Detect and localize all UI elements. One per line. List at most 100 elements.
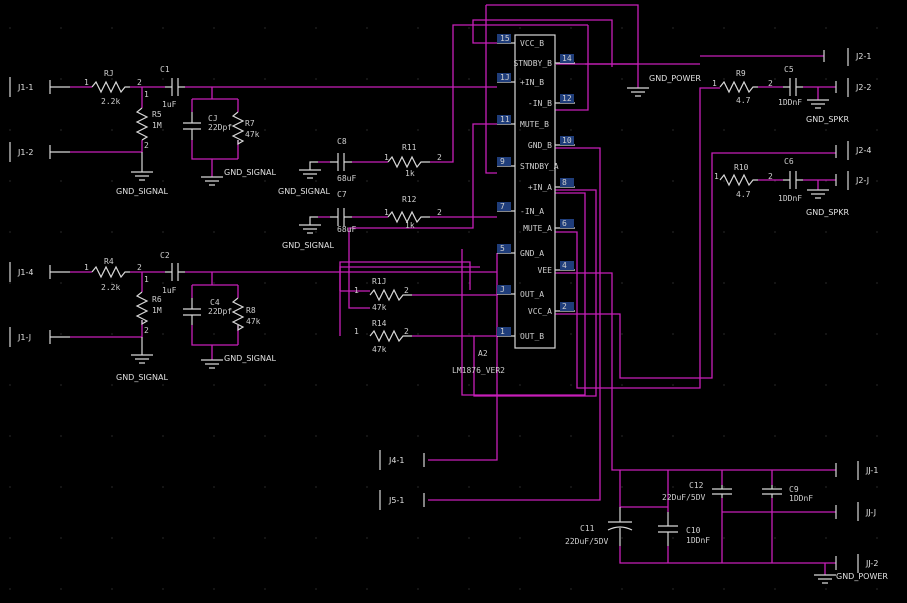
ic-body (514, 34, 556, 349)
resistor-r10-symbol (719, 173, 758, 187)
pin-number: 2 (144, 326, 149, 335)
ground-label: GND_SIGNAL (282, 241, 334, 250)
ground-symbol (201, 176, 223, 186)
value-label: 47k (372, 303, 387, 312)
ic-pin-name: MUTE_A (523, 224, 552, 233)
connector-label: J2-2 (855, 83, 871, 92)
connector-symbols (9, 48, 859, 573)
connector-label: J1-4 (17, 268, 33, 277)
value-label: 68uF (337, 174, 356, 183)
ref-label: C10 (686, 526, 701, 535)
ic-pin-number: 9 (500, 157, 505, 166)
capacitor-c2-symbol (165, 263, 185, 281)
ref-label: RJ (104, 69, 114, 78)
value-label: 1M (152, 306, 162, 315)
value-label: 68uF (337, 225, 356, 234)
value-label: 1DDnF (686, 536, 710, 545)
value-label: 22DuF/5DV (662, 493, 706, 502)
pin-number: 2 (768, 172, 773, 181)
ref-label: C2 (160, 251, 170, 260)
ic-pin-name: VEE (538, 266, 553, 275)
value-label: 47k (372, 345, 387, 354)
ground-label: GND_SPKR (806, 208, 849, 217)
pin-number: 2 (144, 141, 149, 150)
ic-pin-name: OUT_A (520, 290, 544, 299)
ic-pin-highlight (497, 73, 511, 82)
resistor-r9-symbol (719, 80, 758, 94)
pin-number: 1 (354, 327, 359, 336)
ground-label: GND_SIGNAL (224, 354, 276, 363)
ic-pin-highlight (497, 34, 511, 43)
ic-pin-number: 6 (562, 219, 567, 228)
ground-label: GND_POWER (836, 572, 888, 581)
capacitor-c7-symbol (330, 208, 352, 226)
ic-pin-name: STNDBY_A (520, 162, 559, 171)
value-label: 4.7 (736, 190, 751, 199)
ic-pin-highlight (560, 261, 574, 270)
value-label: 22Dpf (208, 307, 232, 316)
ref-label: R12 (402, 195, 417, 204)
ref-label: CJ (208, 114, 218, 123)
ic-pin-name: MUTE_B (520, 120, 549, 129)
pin-number: 2 (137, 263, 142, 272)
labels: J1-1 J1-2 J1-4 J1-J J2-1 J2-2 J2-4 J2-J … (17, 52, 888, 581)
pin-number: 1 (144, 90, 149, 99)
ic-pin-highlight (497, 244, 511, 253)
ic-pin-highlight (560, 302, 574, 311)
pin-number: 2 (404, 286, 409, 295)
resistor-r12-symbol (387, 210, 430, 224)
value-label: 2.2k (101, 97, 120, 106)
value-label: 1DDnF (778, 194, 802, 203)
value-label: 2.2k (101, 283, 120, 292)
ref-label: R6 (152, 295, 162, 304)
value-label: 22Dpf (208, 123, 232, 132)
component-symbols (91, 78, 836, 584)
capacitor-c5-symbol (783, 78, 803, 96)
ic-pin-name: VCC_A (528, 307, 552, 316)
value-label: 1k (405, 169, 415, 178)
connector-label: JJ-1 (865, 466, 878, 475)
value-label: 1uF (162, 100, 177, 109)
ic-lm1876[interactable]: 15VCC_B1J+IN_B11MUTE_B9STNDBY_A7-IN_A5GN… (497, 34, 575, 349)
ic-pin-highlight (560, 219, 574, 228)
ground-symbol (814, 574, 836, 584)
ground-label: GND_SPKR (806, 115, 849, 124)
ref-label: R5 (152, 110, 162, 119)
ground-symbol (807, 189, 829, 199)
pin-number: 1 (384, 208, 389, 217)
connector-label: J2-4 (855, 146, 871, 155)
pin-number: 2 (404, 327, 409, 336)
ic-pin-number: 4 (562, 261, 567, 270)
ic-pin-name: -IN_B (528, 99, 552, 108)
ic-pin-number: 2 (562, 302, 567, 311)
ground-symbol (299, 161, 321, 179)
ic-pin-number: J (500, 285, 505, 294)
pin-number: 1 (712, 79, 717, 88)
ic-pin-number: 11 (500, 115, 510, 124)
connector-label: J4-1 (388, 456, 404, 465)
value-label: 47k (246, 317, 261, 326)
capacitor-c6-symbol (783, 171, 803, 189)
ground-label: GND_SIGNAL (116, 373, 168, 382)
resistor-r8-symbol (231, 297, 245, 332)
resistor-r11-symbol (387, 155, 430, 169)
ground-label: GND_SIGNAL (224, 168, 276, 177)
ic-pin-number: 7 (500, 202, 505, 211)
ic-pin-name: +IN_A (528, 183, 552, 192)
ic-pin-name: GND_B (528, 141, 552, 150)
pin-number: 1 (354, 286, 359, 295)
connector-label: JJ-J (865, 508, 876, 517)
ic-pin-number: 1J (500, 73, 510, 82)
ic-pin-name: GND_A (520, 249, 544, 258)
value-label: 1uF (162, 286, 177, 295)
ic-pin-name: STNDBY_B (513, 59, 552, 68)
ground-label: GND_POWER (649, 74, 701, 83)
value-label: 1M (152, 121, 162, 130)
resistor-r6-symbol (135, 291, 149, 326)
ic-pin-number: 14 (562, 54, 572, 63)
pin-number: 2 (437, 153, 442, 162)
ic-part-label: LM1876_VER2 (452, 366, 505, 375)
ic-pin-number: 1 (500, 327, 505, 336)
ref-label: C8 (337, 137, 347, 146)
ic-pin-number: 5 (500, 244, 505, 253)
